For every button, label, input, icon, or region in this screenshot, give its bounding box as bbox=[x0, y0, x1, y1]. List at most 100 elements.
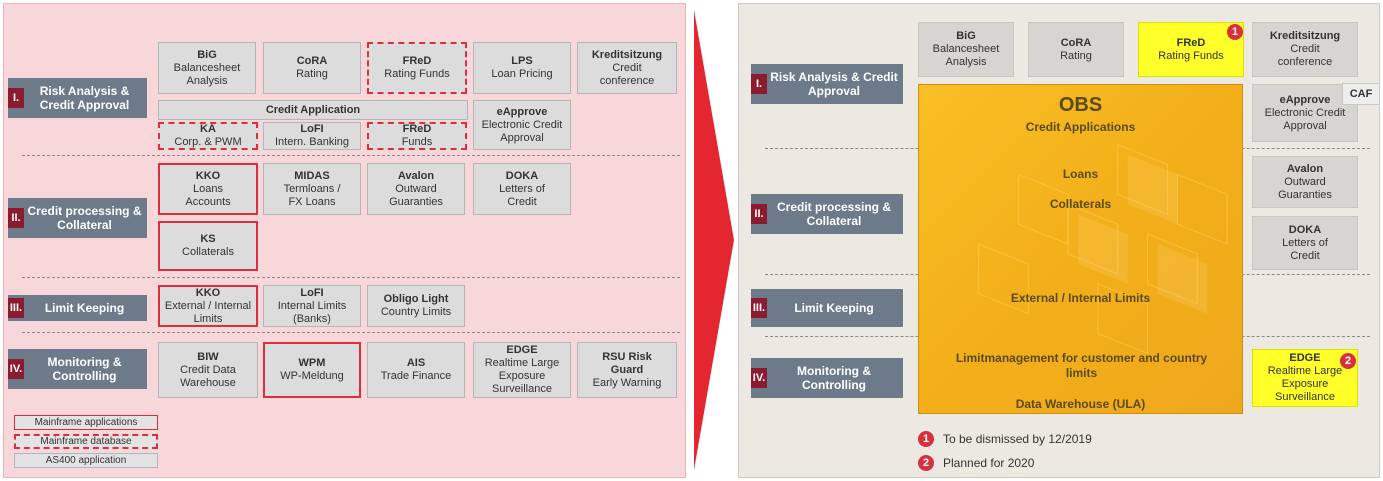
lane-credit-processing: II. Credit processing & Collateral bbox=[8, 198, 147, 238]
box-text: Trade Finance bbox=[380, 370, 452, 382]
box-eapprove: eApprove Electronic Credit Approval bbox=[1252, 84, 1358, 142]
obs-loans: Loans bbox=[1062, 167, 1099, 181]
obs-limits: External / Internal Limits bbox=[1010, 291, 1151, 305]
box-title: FReD bbox=[1176, 36, 1206, 49]
box-title: BIW bbox=[197, 350, 219, 363]
box-title: Avalon bbox=[397, 169, 435, 182]
box-title: LPS bbox=[511, 55, 533, 67]
box-kko-loans: KKO Loans Accounts bbox=[158, 163, 258, 215]
box-text: Credit conference bbox=[599, 61, 655, 87]
box-doka: DOKA Letters of Credit bbox=[473, 163, 571, 215]
box-text: Loan Pricing bbox=[491, 68, 553, 80]
obs-block: OBS Credit Applications Loans Collateral… bbox=[918, 84, 1243, 414]
box-text: Termloans / FX Loans bbox=[283, 182, 341, 208]
legend-as400-application: AS400 application bbox=[14, 453, 158, 468]
box-title: CAF bbox=[1349, 87, 1373, 100]
box-title: EDGE bbox=[506, 344, 538, 356]
box-doka: DOKA Letters of Credit bbox=[1252, 216, 1358, 270]
box-text: Intern. Banking bbox=[275, 136, 349, 148]
lane-label: Limit Keeping bbox=[794, 301, 874, 315]
lane-roman: III. bbox=[751, 298, 767, 318]
lane-label: Risk Analysis & Credit Approval bbox=[770, 70, 898, 98]
box-title: eApprove bbox=[1279, 93, 1331, 106]
box-fred-rating-funds: FReD Rating Funds bbox=[367, 42, 467, 94]
box-text: Balancesheet Analysis bbox=[173, 61, 241, 87]
box-text: Country Limits bbox=[380, 306, 452, 318]
lane-monitoring: IV. Monitoring & Controlling bbox=[8, 349, 147, 389]
box-text: Balancesheet Analysis bbox=[932, 43, 1000, 68]
box-title: BiG bbox=[956, 30, 976, 42]
lane-risk-analysis: I. Risk Analysis & Credit Approval bbox=[8, 78, 147, 118]
box-eapprove: eApprove Electronic Credit Approval bbox=[473, 100, 571, 150]
box-avalon: Avalon Outward Guaranties bbox=[367, 163, 465, 215]
box-ks: KS Collaterals bbox=[158, 221, 258, 271]
lane-limit-keeping: III. Limit Keeping bbox=[751, 289, 903, 327]
lane-label: Monitoring & Controlling bbox=[47, 355, 122, 383]
box-title: Avalon bbox=[1286, 162, 1324, 175]
box-text: Letters of Credit bbox=[1282, 236, 1328, 262]
box-fred: FReD Rating Funds bbox=[1138, 22, 1244, 77]
box-title: CoRA bbox=[296, 55, 328, 67]
box-text: WP-Meldung bbox=[280, 370, 344, 382]
box-kko-limits: KKO External / Internal Limits bbox=[158, 285, 258, 327]
box-text: Rating bbox=[296, 68, 328, 80]
lane-divider bbox=[22, 155, 680, 156]
box-ais: AIS Trade Finance bbox=[367, 342, 465, 398]
box-text: External / Internal Limits bbox=[164, 299, 252, 325]
box-text: Credit Data Warehouse bbox=[180, 363, 236, 389]
box-text: Electronic Credit Approval bbox=[481, 118, 563, 144]
box-kreditsitzung: Kreditsitzung Credit conference bbox=[577, 42, 677, 94]
box-text: Early Warning bbox=[592, 376, 662, 389]
lane-label: Monitoring & Controlling bbox=[797, 364, 871, 392]
box-lofi-limits: LoFI Internal Limits (Banks) bbox=[263, 285, 361, 327]
box-title: BiG bbox=[197, 48, 217, 61]
box-title: eApprove bbox=[496, 105, 548, 118]
lane-limit-keeping: III. Limit Keeping bbox=[8, 295, 147, 321]
lane-credit-processing: II. Credit processing & Collateral bbox=[751, 194, 903, 234]
box-title: KKO bbox=[195, 286, 221, 299]
lane-label: Limit Keeping bbox=[44, 301, 125, 315]
obs-background-pattern bbox=[978, 143, 1228, 355]
box-obligo-light: Obligo Light Country Limits bbox=[367, 285, 465, 327]
lane-roman: II. bbox=[8, 208, 24, 228]
box-title: KS bbox=[200, 233, 216, 245]
obs-limitmanagement: Limitmanagement for customer and country… bbox=[955, 351, 1208, 380]
lane-roman: II. bbox=[751, 204, 767, 224]
box-text: Outward Guaranties bbox=[389, 182, 443, 208]
badge-2: 2 bbox=[1340, 353, 1356, 369]
box-title: CoRA bbox=[1060, 36, 1092, 49]
obs-title: OBS bbox=[1058, 94, 1103, 116]
lane-roman: IV. bbox=[8, 359, 24, 379]
box-title: Obligo Light bbox=[383, 293, 449, 305]
box-text: Letters of Credit bbox=[499, 182, 545, 208]
box-credit-application: Credit Application bbox=[158, 100, 468, 120]
note-badge-1: 1 bbox=[918, 431, 934, 447]
box-midas: MIDAS Termloans / FX Loans bbox=[263, 163, 361, 215]
box-text: Loans Accounts bbox=[185, 182, 231, 208]
lane-roman: III. bbox=[8, 298, 24, 318]
box-text: Collaterals bbox=[182, 246, 234, 258]
box-cora: CoRA Rating bbox=[1028, 22, 1124, 77]
box-biw: BIW Credit Data Warehouse bbox=[158, 342, 258, 398]
box-caf: CAF bbox=[1342, 83, 1380, 105]
box-text: Funds bbox=[401, 136, 433, 148]
box-text: Realtime Large Exposure Surveillance bbox=[484, 357, 560, 395]
legend-mainframe-database: Mainframe database bbox=[14, 434, 158, 449]
transition-arrow bbox=[694, 10, 734, 470]
box-text: Internal Limits (Banks) bbox=[277, 299, 347, 325]
box-title: EDGE bbox=[1289, 352, 1321, 364]
box-title: AIS bbox=[406, 357, 426, 369]
legend-mainframe-applications: Mainframe applications bbox=[14, 415, 158, 430]
note-text-2: Planned for 2020 bbox=[943, 456, 1035, 470]
box-title: DOKA bbox=[505, 169, 539, 182]
lane-divider bbox=[22, 277, 680, 278]
box-title: KKO bbox=[195, 169, 221, 182]
lane-label: Credit processing & Collateral bbox=[27, 204, 142, 232]
box-title: FReD bbox=[402, 123, 432, 135]
box-text: Electronic Credit Approval bbox=[1264, 106, 1346, 132]
lane-label: Risk Analysis & Credit Approval bbox=[39, 84, 130, 112]
box-title: Credit Application bbox=[265, 103, 361, 116]
box-text: Credit conference bbox=[1277, 43, 1333, 68]
box-rsu-risk-guard: RSU Risk Guard Early Warning bbox=[577, 342, 677, 398]
lane-monitoring: IV. Monitoring & Controlling bbox=[751, 358, 903, 398]
